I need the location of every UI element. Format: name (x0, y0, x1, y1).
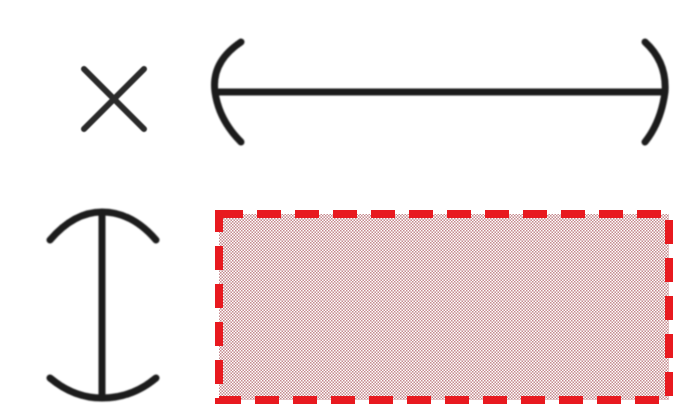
horizontal-resize-icon (205, 32, 674, 150)
close-icon (78, 63, 150, 135)
selection-rectangle[interactable] (205, 200, 674, 409)
vertical-resize-icon (40, 200, 164, 409)
